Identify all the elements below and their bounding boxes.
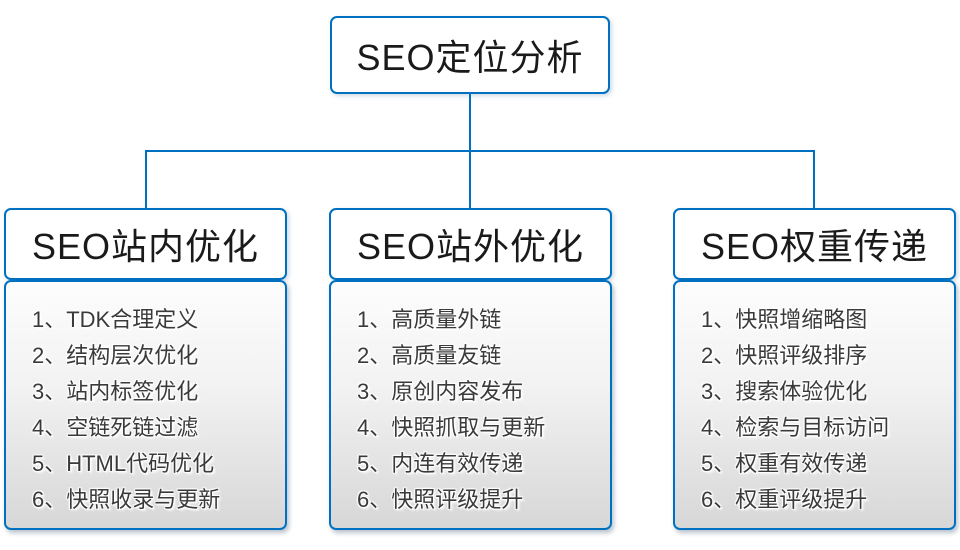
branch-offsite-title: SEO站外优化 [356,226,585,267]
list-item: 6、权重评级提升 [701,487,868,512]
list-item: 4、空链死链过滤 [32,415,199,440]
list-item: 6、快照收录与更新 [32,487,221,512]
branch-offsite-header: SEO站外优化 [329,208,612,280]
branch-weight-list: 1、快照增缩略图 2、快照评级排序 3、搜索体验优化 4、检索与目标访问 5、权… [673,280,956,530]
list-item: 5、HTML代码优化 [32,451,215,476]
branch-weight-transfer: SEO权重传递 1、快照增缩略图 2、快照评级排序 3、搜索体验优化 4、检索与… [673,208,956,530]
connector-horizontal [145,150,815,152]
connector-middle-vertical [469,150,471,208]
list-item: 5、权重有效传递 [701,451,868,476]
list-item: 4、检索与目标访问 [701,415,890,440]
branch-onsite-title: SEO站内优化 [31,226,260,267]
list-item: 2、快照评级排序 [701,343,868,368]
list-item: 1、TDK合理定义 [32,307,199,332]
root-node-title: SEO定位分析 [356,37,584,78]
list-item: 6、快照评级提升 [357,487,524,512]
connector-left-vertical [145,150,147,208]
branch-offsite-optimization: SEO站外优化 1、高质量外链 2、高质量友链 3、原创内容发布 4、快照抓取与… [329,208,612,530]
branch-weight-title: SEO权重传递 [700,226,929,267]
list-item: 3、搜索体验优化 [701,379,868,404]
connector-right-vertical [813,150,815,208]
list-item: 4、快照抓取与更新 [357,415,546,440]
branch-onsite-list: 1、TDK合理定义 2、结构层次优化 3、站内标签优化 4、空链死链过滤 5、H… [4,280,287,530]
branch-offsite-list: 1、高质量外链 2、高质量友链 3、原创内容发布 4、快照抓取与更新 5、内连有… [329,280,612,530]
root-node: SEO定位分析 [330,16,610,94]
list-item: 5、内连有效传递 [357,451,524,476]
list-item: 3、站内标签优化 [32,379,199,404]
branch-onsite-optimization: SEO站内优化 1、TDK合理定义 2、结构层次优化 3、站内标签优化 4、空链… [4,208,287,530]
list-item: 2、结构层次优化 [32,343,199,368]
list-item: 2、高质量友链 [357,343,502,368]
branch-weight-header: SEO权重传递 [673,208,956,280]
list-item: 3、原创内容发布 [357,379,524,404]
branch-onsite-header: SEO站内优化 [4,208,287,280]
list-item: 1、快照增缩略图 [701,307,868,332]
connector-root-vertical [469,94,471,151]
list-item: 1、高质量外链 [357,307,502,332]
